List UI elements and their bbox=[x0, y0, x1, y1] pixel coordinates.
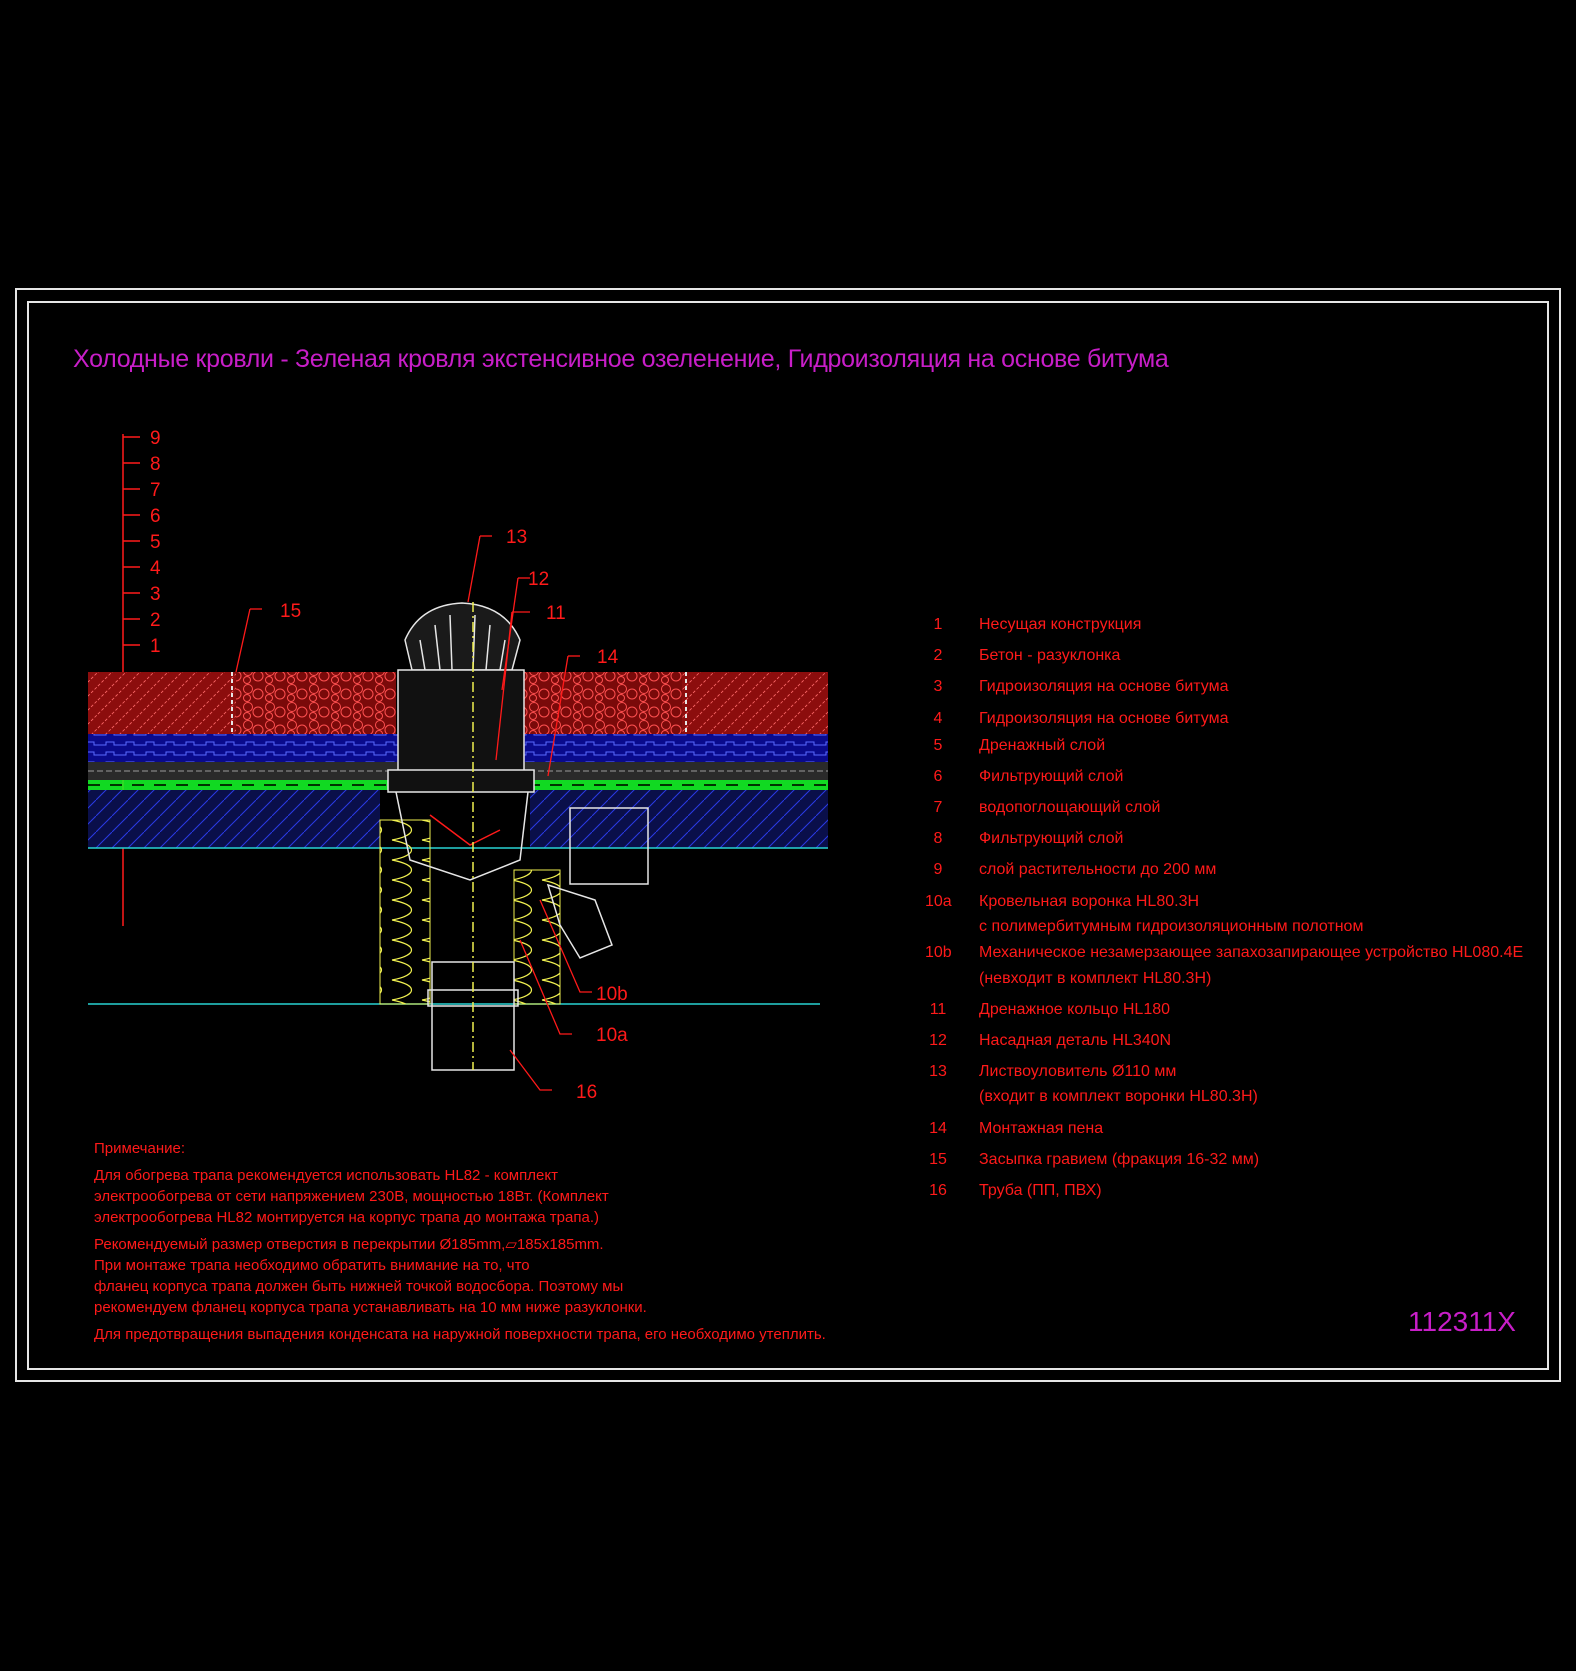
legend-number: 14 bbox=[929, 1120, 947, 1137]
legend-text: Дренажное кольцо HL180 bbox=[979, 1001, 1171, 1018]
legend-text: Дренажный слой bbox=[979, 737, 1106, 754]
layer-marker-label: 5 bbox=[150, 532, 161, 553]
layer-marker-label: 8 bbox=[150, 454, 161, 475]
drawing-title: Холодные кровли - Зеленая кровля экстенс… bbox=[73, 345, 1169, 373]
layer-marker-label: 6 bbox=[150, 506, 161, 527]
legend-text: слой растительности до 200 мм bbox=[979, 861, 1217, 878]
layer-marker-label: 4 bbox=[150, 558, 161, 579]
legend-text: Гидроизоляция на основе битума bbox=[979, 678, 1229, 695]
legend-text: Несущая конструкция bbox=[979, 616, 1142, 633]
legend-number: 6 bbox=[933, 768, 943, 785]
legend-number: 16 bbox=[929, 1182, 947, 1199]
drawing-frame-inner bbox=[27, 301, 1549, 1370]
legend-text: Фильтрующий слой bbox=[979, 830, 1124, 847]
legend-text: водопоглощающий слой bbox=[979, 799, 1161, 816]
legend-text: Труба (ПП, ПВХ) bbox=[979, 1182, 1102, 1199]
legend-text: с полимербитумным гидроизоляционным поло… bbox=[979, 918, 1364, 935]
legend-number: 1 bbox=[933, 616, 943, 633]
legend-number: 13 bbox=[929, 1063, 947, 1080]
legend-number: 5 bbox=[933, 737, 943, 754]
notes-paragraph-2: Рекомендуемый размер отверстия в перекры… bbox=[94, 1236, 647, 1316]
notes-paragraph-3: Для предотвращения выпадения конденсата … bbox=[94, 1326, 826, 1343]
callout-16: 16 bbox=[576, 1082, 597, 1103]
notes-paragraph-1: Для обогрева трапа рекомендуется использ… bbox=[94, 1167, 609, 1226]
legend-text: Гидроизоляция на основе битума bbox=[979, 710, 1229, 727]
legend-text: Засыпка гравием (фракция 16-32 мм) bbox=[979, 1151, 1260, 1168]
callout-10b: 10b bbox=[596, 984, 628, 1005]
layer-marker-label: 2 bbox=[150, 610, 161, 631]
legend-number: 15 bbox=[929, 1151, 947, 1168]
legend-text: (входит в комплект воронки HL80.3H) bbox=[979, 1088, 1258, 1105]
legend-number: 9 bbox=[933, 861, 943, 878]
legend-number: 4 bbox=[933, 710, 943, 727]
notes: Примечание: Для обогрева трапа рекоменду… bbox=[94, 1138, 826, 1351]
legend-text: Механическое незамерзающее запахозапираю… bbox=[979, 944, 1524, 961]
legend-text: Фильтрующий слой bbox=[979, 768, 1124, 785]
legend-text: Насадная деталь HL340N bbox=[979, 1032, 1172, 1049]
legend-number: 7 bbox=[933, 799, 943, 816]
legend-number: 10b bbox=[925, 944, 952, 961]
drawing-frame-outer bbox=[15, 288, 1561, 1382]
callout-14: 14 bbox=[597, 647, 619, 668]
layer-marker-label: 3 bbox=[150, 584, 161, 605]
legend-text: (невходит в комплект HL80.3H) bbox=[979, 970, 1212, 987]
legend-number: 2 bbox=[933, 647, 943, 664]
legend-number: 8 bbox=[933, 830, 943, 847]
callout-15: 15 bbox=[280, 601, 301, 622]
callout-10a: 10a bbox=[596, 1025, 628, 1046]
legend-text: Листвоуловитель Ø110 мм bbox=[979, 1063, 1177, 1080]
legend-text: Кровельная воронка HL80.3H bbox=[979, 893, 1200, 910]
legend-number: 12 bbox=[929, 1032, 947, 1049]
callout-13: 13 bbox=[506, 527, 527, 548]
legend-number: 10a bbox=[925, 893, 952, 910]
layer-marker-label: 1 bbox=[150, 636, 161, 657]
callout-12: 12 bbox=[528, 569, 549, 590]
notes-heading: Примечание: bbox=[94, 1140, 185, 1157]
legend-number: 11 bbox=[929, 1001, 947, 1018]
layer-marker-label: 9 bbox=[150, 428, 161, 449]
legend-text: Бетон - разуклонка bbox=[979, 647, 1121, 664]
callout-11: 11 bbox=[546, 603, 566, 624]
drawing-code: 112311X bbox=[1408, 1306, 1516, 1337]
legend-number: 3 bbox=[933, 678, 943, 695]
legend-text: Монтажная пена bbox=[979, 1120, 1104, 1137]
layer-marker-label: 7 bbox=[150, 480, 161, 501]
